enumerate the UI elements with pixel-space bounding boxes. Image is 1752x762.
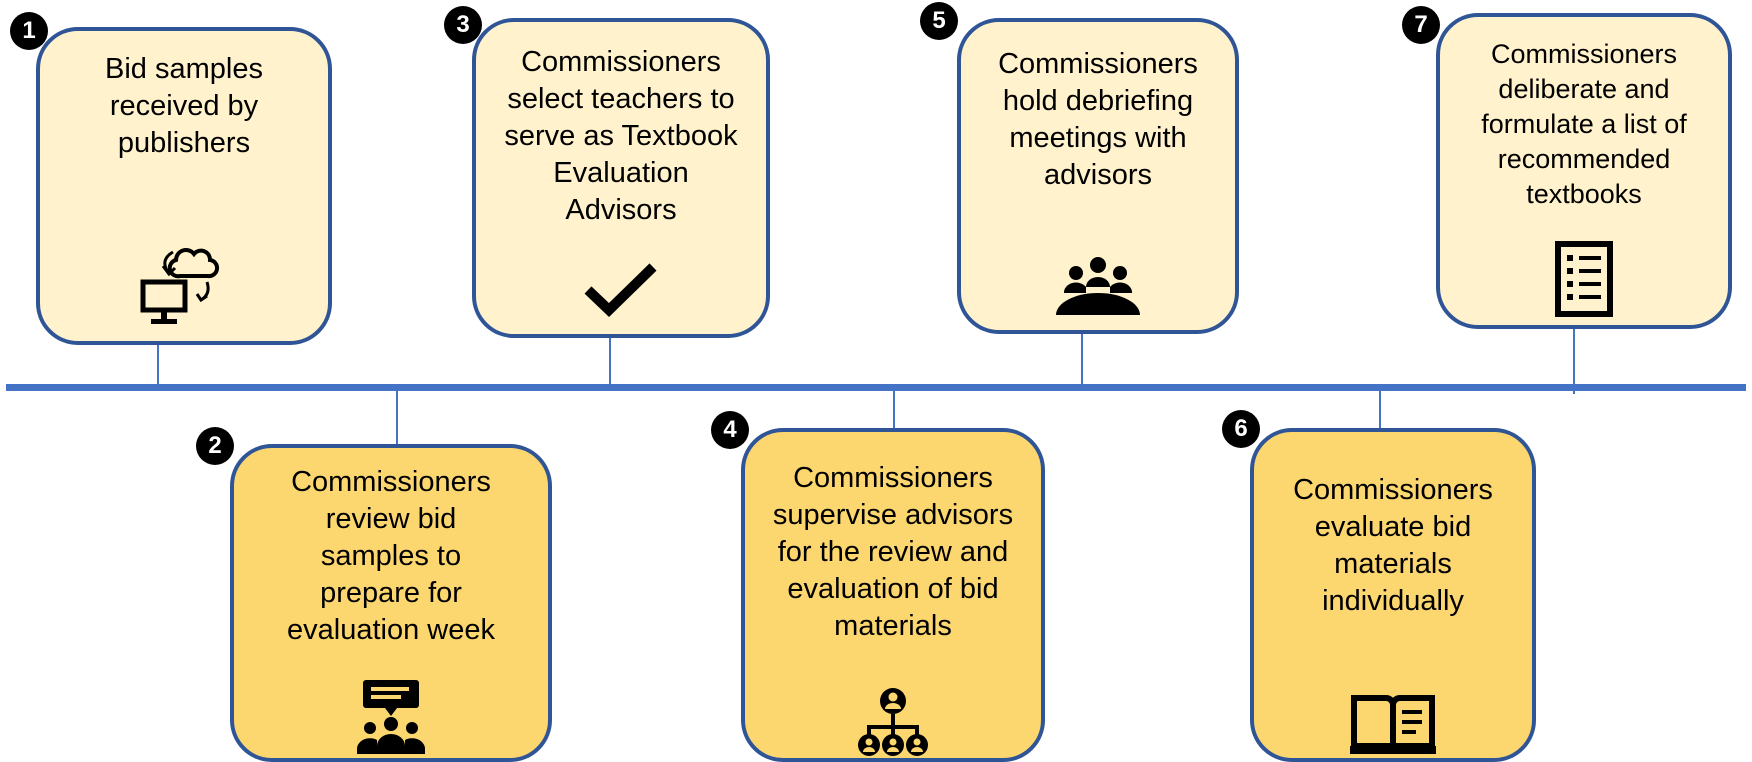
- presentation-audience-icon: [357, 680, 425, 754]
- step-3-text: Commissioners select teachers to serve a…: [504, 46, 738, 226]
- step-6-card: Commissioners evaluate bid materials ind…: [1250, 428, 1536, 762]
- step-6-number: 6: [1222, 410, 1260, 448]
- checklist-icon: [1555, 241, 1613, 317]
- step-7-card: Commissioners deliberate and formulate a…: [1436, 13, 1732, 329]
- step-3-number: 3: [444, 6, 482, 44]
- step-5-number: 5: [920, 2, 958, 40]
- connector-2: [396, 390, 398, 444]
- step-4-number: 4: [711, 411, 749, 449]
- cloud-sync-monitor-icon: [140, 248, 220, 324]
- connector-4: [893, 390, 895, 430]
- step-7-text: Commissioners deliberate and formulate a…: [1481, 39, 1687, 209]
- connector-7: [1573, 324, 1575, 394]
- step-5-card: Commissioners hold debriefing meetings w…: [957, 18, 1239, 334]
- step-6-text: Commissioners evaluate bid materials ind…: [1293, 474, 1493, 617]
- connector-5: [1081, 333, 1083, 385]
- timeline-line: [6, 384, 1746, 391]
- connector-6: [1379, 390, 1381, 430]
- step-7-number: 7: [1402, 6, 1440, 44]
- step-1-card: Bid samples received by publishers: [36, 27, 332, 345]
- step-4-card: Commissioners supervise advisors for the…: [741, 428, 1045, 762]
- meeting-icon: [1056, 257, 1140, 315]
- step-1-number: 1: [10, 12, 48, 50]
- open-book-icon: [1350, 695, 1436, 754]
- step-5-text: Commissioners hold debriefing meetings w…: [998, 48, 1198, 191]
- step-2-card: Commissioners review bid samples to prep…: [230, 444, 552, 762]
- connector-3: [609, 336, 611, 386]
- checkmark-icon: [584, 263, 657, 317]
- org-chart-icon: [858, 688, 928, 756]
- step-2-text: Commissioners review bid samples to prep…: [287, 466, 495, 646]
- step-3-card: Commissioners select teachers to serve a…: [472, 18, 770, 338]
- step-1-text: Bid samples received by publishers: [105, 53, 263, 159]
- step-2-number: 2: [196, 427, 234, 465]
- step-4-text: Commissioners supervise advisors for the…: [772, 462, 1014, 642]
- connector-1: [157, 336, 159, 386]
